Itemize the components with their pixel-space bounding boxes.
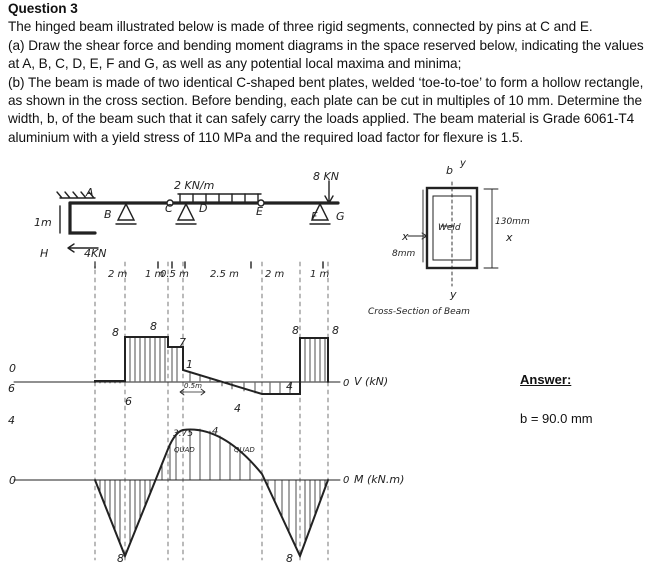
arm-length: 1m (34, 216, 52, 229)
shear-val-7: 7 (179, 336, 186, 349)
dim-label-4: 2.5 m (210, 269, 239, 280)
section-weld-label: Weld (438, 223, 461, 233)
moment-peak4-label: 4 (212, 426, 218, 437)
section-b-label: b (446, 164, 453, 177)
shear-curve (94, 336, 329, 395)
section-y-label-top: y (459, 158, 467, 169)
section-x-label-right: x (505, 231, 513, 244)
shear-left-0: 0 (9, 362, 16, 375)
moment-peak-label: 3.75 (173, 429, 193, 439)
question-title: Question 3 (8, 1, 78, 16)
shear-axis-label: V (kN) (354, 375, 388, 388)
section-caption: Cross-Section of Beam (368, 307, 470, 317)
shear-val-6: 6 (125, 395, 132, 408)
wall-support (56, 191, 96, 199)
question-part-b: (b) The beam is made of two identical C-… (8, 74, 644, 145)
guide-lines (94, 261, 329, 561)
beam-arm (68, 201, 97, 235)
left-load-label: 4KN (84, 247, 106, 260)
question-text: Question 3 The hinged beam illustrated b… (8, 0, 656, 147)
bending-moment-diagram (13, 428, 341, 559)
shear-val-4b: 4 (286, 380, 293, 393)
shear-val-8-c: 8 (150, 320, 157, 333)
label-e: E (256, 205, 263, 218)
point-load-arrow-4kn (67, 243, 99, 253)
shear-val-8-left: 8 (112, 326, 119, 339)
moment-zero-label: 0 (343, 475, 349, 486)
shear-val-4: 4 (234, 402, 241, 415)
pin-c (166, 199, 174, 207)
moment-min-label-1: 8 (117, 552, 124, 565)
moment-hatching (99, 428, 326, 549)
support-b (115, 202, 137, 225)
cross-section (407, 181, 499, 287)
label-c: C (165, 202, 173, 215)
label-f: F (311, 210, 318, 223)
udl-arrows (179, 193, 259, 203)
beam-sketch (56, 180, 340, 269)
label-a: A (85, 186, 94, 199)
point-load-arrow-8kn (324, 180, 334, 204)
shear-left-6: 6 (8, 382, 15, 395)
answer-label: Answer: (520, 372, 572, 387)
dim-label-6: 1 m (310, 269, 330, 280)
pin-e (257, 199, 265, 207)
section-thickness-label: 8mm (392, 249, 415, 259)
label-b: B (104, 208, 112, 221)
moment-quad-label-1: QUAD (174, 446, 195, 454)
dim-label-1: 2 m (108, 269, 128, 280)
moment-left-0: 0 (9, 474, 16, 487)
label-h: H (40, 247, 48, 260)
label-d: D (199, 202, 207, 215)
shear-val-8-f: 8 (292, 324, 299, 337)
support-d (175, 202, 197, 225)
shear-hatching (99, 336, 326, 394)
shear-dist-label: 0.5m (184, 382, 202, 390)
moment-min-label-2: 8 (286, 552, 293, 565)
question-part-a: (a) Draw the shear force and bending mom… (8, 37, 644, 72)
udl-label: 2 KN/m (174, 179, 214, 192)
moment-quad-label-2: QUAD (234, 446, 255, 454)
shear-force-diagram (13, 336, 341, 396)
dim-label-2: 1 m (145, 269, 165, 280)
shear-0p5m-arrow (179, 388, 206, 396)
point-load-8kn-label: 8 KN (313, 170, 339, 183)
dim-label-5: 2 m (265, 269, 285, 280)
moment-axis-label: M (kN.m) (354, 473, 404, 486)
shear-left-4: 4 (8, 414, 15, 427)
section-y-label-bottom: y (449, 288, 457, 301)
shear-zero-label: 0 (343, 378, 349, 389)
answer-value: b = 90.0 mm (520, 411, 593, 426)
section-height-label: 130mm (495, 217, 530, 227)
shear-val-1: 1 (186, 358, 193, 371)
section-x-label-left: x (401, 230, 409, 243)
shear-val-8-g: 8 (332, 324, 339, 337)
question-intro: The hinged beam illustrated below is mad… (8, 19, 593, 35)
support-f (309, 202, 331, 225)
label-g: G (336, 210, 345, 223)
moment-curve (94, 428, 329, 559)
dim-label-3: 0.5 m (160, 269, 189, 280)
